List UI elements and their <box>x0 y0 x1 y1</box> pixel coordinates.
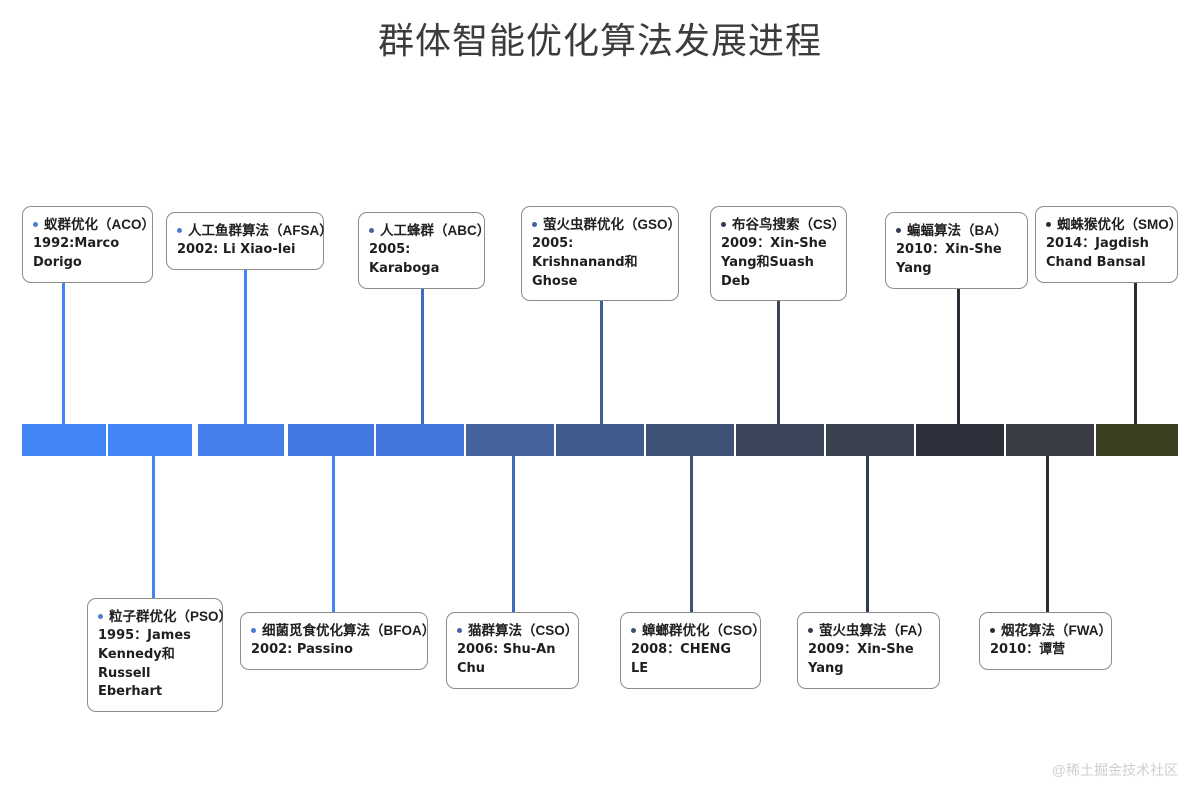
card-subtitle-smo: 2014：Jagdish Chand Bansal <box>1046 235 1149 270</box>
timeline-segment-2 <box>108 424 192 456</box>
card-smo[interactable]: 蜘蛛猴优化（SMO） 2014：Jagdish Chand Bansal <box>1035 206 1182 283</box>
card-title-text: 人工蜂群（ABC） <box>380 223 491 238</box>
card-title-aco: 蚁群优化（ACO） <box>33 215 155 235</box>
connector-afsa <box>244 267 247 424</box>
timeline-segment-13 <box>1096 424 1178 456</box>
card-title-text: 猫群算法（CSO） <box>468 623 579 638</box>
connector-pso <box>152 456 155 598</box>
timeline-segment-12 <box>1006 424 1094 456</box>
connector-fwa <box>1046 456 1049 612</box>
timeline-segment-6 <box>466 424 554 456</box>
card-title-text: 烟花算法（FWA） <box>1001 623 1112 638</box>
bullet-icon <box>532 222 537 228</box>
timeline-segment-4 <box>288 424 374 456</box>
timeline-segment-5 <box>376 424 464 456</box>
card-title-text: 萤火虫群优化（GSO） <box>543 217 682 232</box>
card-title-text: 细菌觅食优化算法（BFOA） <box>262 623 436 638</box>
card-subtitle-ba: 2010：Xin-She Yang <box>896 241 1002 276</box>
card-title-text: 萤火虫算法（FA） <box>819 623 931 638</box>
timeline-segment-1 <box>22 424 106 456</box>
bullet-icon <box>369 228 374 234</box>
card-title-fa: 萤火虫算法（FA） <box>808 621 931 641</box>
card-gso[interactable]: 萤火虫群优化（GSO） 2005: Krishnanand和Ghose <box>521 206 681 302</box>
card-subtitle-pso: 1995：James Kennedy和Russell Eberhart <box>98 627 191 700</box>
card-subtitle-gso: 2005: Krishnanand和Ghose <box>532 235 638 289</box>
card-subtitle-fa: 2009：Xin-She Yang <box>808 641 914 676</box>
card-ba[interactable]: 蝙蝠算法（BA） 2010：Xin-She Yang <box>885 212 1028 289</box>
bullet-icon <box>33 222 38 228</box>
card-title-ba: 蝙蝠算法（BA） <box>896 221 1017 241</box>
card-title-cso-cat: 猫群算法（CSO） <box>457 621 578 641</box>
card-subtitle-bfoa: 2002: Passino <box>251 641 353 657</box>
bullet-icon <box>631 628 636 634</box>
card-title-text: 蝙蝠算法（BA） <box>907 223 1008 238</box>
connector-smo <box>1134 275 1137 424</box>
card-subtitle-cso-cockroach: 2008：CHENG LE <box>631 641 732 676</box>
card-title-fwa: 烟花算法（FWA） <box>990 621 1112 641</box>
bullet-icon <box>98 614 103 620</box>
watermark: @稀土掘金技术社区 <box>1051 762 1178 778</box>
card-title-text: 布谷鸟搜索（CS） <box>732 217 846 232</box>
card-title-smo: 蜘蛛猴优化（SMO） <box>1046 215 1182 235</box>
card-title-text: 人工鱼群算法（AFSA） <box>188 223 333 238</box>
card-title-text: 蜘蛛猴优化（SMO） <box>1057 217 1183 232</box>
card-abc[interactable]: 人工蜂群（ABC） 2005: Karaboga <box>358 212 490 289</box>
connector-gso <box>600 275 603 424</box>
card-cs[interactable]: 布谷鸟搜索（CS） 2009：Xin-She Yang和Suash Deb <box>710 206 847 302</box>
card-afsa[interactable]: 人工鱼群算法（AFSA） 2002: Li Xiao-lei <box>166 212 333 270</box>
timeline-segment-8 <box>646 424 734 456</box>
card-subtitle-cso-cat: 2006: Shu-An Chu <box>457 641 556 676</box>
card-subtitle-cs: 2009：Xin-She Yang和Suash Deb <box>721 235 827 289</box>
connector-aco <box>62 275 65 424</box>
timeline-segment-9 <box>736 424 824 456</box>
connector-abc <box>421 267 424 424</box>
connector-cso-cat <box>512 456 515 612</box>
connector-bfoa <box>332 456 335 612</box>
bullet-icon <box>1046 222 1051 228</box>
card-title-text: 蚁群优化（ACO） <box>44 217 155 232</box>
card-title-text: 蟑螂群优化（CSO） <box>642 623 766 638</box>
card-cso-cat[interactable]: 猫群算法（CSO） 2006: Shu-An Chu <box>446 612 579 689</box>
bullet-icon <box>896 228 901 234</box>
page-title: 群体智能优化算法发展进程 <box>377 21 822 61</box>
card-aco[interactable]: 蚁群优化（ACO） 1992:Marco Dorigo <box>22 206 155 283</box>
card-subtitle-abc: 2005: Karaboga <box>369 241 440 276</box>
card-subtitle-fwa: 2010：谭营 <box>990 641 1066 657</box>
card-subtitle-afsa: 2002: Li Xiao-lei <box>177 241 296 257</box>
card-cso-cockroach[interactable]: 蟑螂群优化（CSO） 2008：CHENG LE <box>620 612 766 689</box>
bullet-icon <box>808 628 813 634</box>
connector-fa <box>866 456 869 612</box>
card-title-afsa: 人工鱼群算法（AFSA） <box>177 221 333 241</box>
timeline-bar <box>22 424 1178 456</box>
bullet-icon <box>251 628 256 634</box>
card-title-gso: 萤火虫群优化（GSO） <box>532 215 681 235</box>
card-title-bfoa: 细菌觅食优化算法（BFOA） <box>251 621 435 641</box>
card-fwa[interactable]: 烟花算法（FWA） 2010：谭营 <box>979 612 1112 670</box>
timeline-segment-10 <box>826 424 914 456</box>
card-title-cso-cockroach: 蟑螂群优化（CSO） <box>631 621 766 641</box>
card-title-pso: 粒子群优化（PSO） <box>98 607 232 627</box>
card-fa[interactable]: 萤火虫算法（FA） 2009：Xin-She Yang <box>797 612 940 689</box>
bullet-icon <box>990 628 995 634</box>
bullet-icon <box>721 222 726 228</box>
connector-cso-cockroach <box>690 456 693 612</box>
timeline-segment-7 <box>556 424 644 456</box>
card-title-cs: 布谷鸟搜索（CS） <box>721 215 845 235</box>
card-title-text: 粒子群优化（PSO） <box>109 609 233 624</box>
bullet-icon <box>177 228 182 234</box>
timeline-segment-11 <box>916 424 1004 456</box>
card-bfoa[interactable]: 细菌觅食优化算法（BFOA） 2002: Passino <box>240 612 435 670</box>
card-subtitle-aco: 1992:Marco Dorigo <box>33 235 120 270</box>
bullet-icon <box>457 628 462 634</box>
connector-ba <box>957 267 960 424</box>
card-title-abc: 人工蜂群（ABC） <box>369 221 490 241</box>
connector-cs <box>777 275 780 424</box>
card-pso[interactable]: 粒子群优化（PSO） 1995：James Kennedy和Russell Ebe… <box>87 598 232 713</box>
timeline-segment-3 <box>198 424 284 456</box>
